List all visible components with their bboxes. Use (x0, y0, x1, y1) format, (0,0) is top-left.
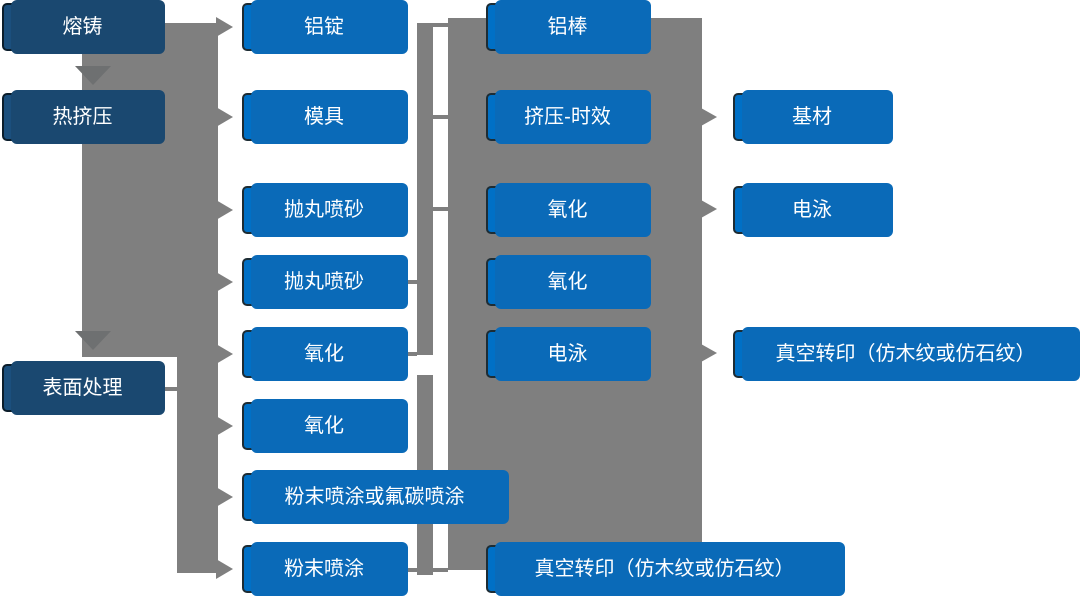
node-surface-treatment: 表面处理 (2, 361, 165, 415)
node-vacuum-transfer-print-2: 真空转印（仿木纹或仿石纹） (733, 327, 1080, 381)
node-powder-coating: 粉末喷涂 (242, 542, 408, 596)
arrow-right-icon (701, 344, 717, 362)
arrow-right-icon (216, 272, 233, 292)
arrow-right-icon (701, 200, 717, 218)
node-shot-blasting-2: 抛丸喷砂 (242, 255, 408, 309)
arrow-down-icon (75, 331, 111, 350)
arrow-right-icon (216, 200, 233, 220)
arrow-right-icon (701, 108, 717, 126)
node-powder-or-fluorocarbon-coating: 粉末喷涂或氟碳喷涂 (242, 470, 509, 524)
node-electrophoresis-2: 电泳 (733, 183, 893, 237)
node-oxidation-a2: 氧化 (242, 399, 408, 453)
arrow-right-icon (216, 416, 233, 436)
arrow-right-icon (216, 487, 233, 507)
node-aluminum-ingot: 铝锭 (242, 0, 408, 54)
tick-powder-row (406, 568, 448, 572)
flow-bar-left-narrow (177, 357, 218, 573)
node-aluminum-bar: 铝棒 (486, 0, 651, 54)
arrow-right-icon (216, 17, 233, 37)
node-electrophoresis-1: 电泳 (486, 327, 651, 381)
tick-oxide-row (406, 352, 417, 356)
tick-blast-row (406, 280, 417, 284)
tick-surface-treatment (162, 387, 178, 391)
node-extrusion-aging: 挤压-时效 (486, 90, 651, 144)
node-oxidation-b2: 氧化 (486, 255, 651, 309)
node-hot-extrusion: 热挤压 (2, 90, 165, 144)
node-vacuum-transfer-print-1: 真空转印（仿木纹或仿石纹） (486, 542, 845, 596)
tick-mold-row (433, 115, 449, 119)
flow-bar-left-wide (82, 23, 218, 357)
node-base-material: 基材 (733, 90, 893, 144)
arrow-down-icon (75, 66, 111, 85)
node-oxidation-a1: 氧化 (242, 327, 408, 381)
arrow-right-icon (216, 344, 233, 364)
flow-bar-mid-upper (417, 23, 433, 355)
tick-ingot-bar (417, 23, 448, 27)
tick-oxidation-row (433, 207, 449, 211)
arrow-right-icon (216, 107, 233, 127)
node-oxidation-b1: 氧化 (486, 183, 651, 237)
arrow-right-icon (216, 559, 233, 579)
node-mold: 模具 (242, 90, 408, 144)
node-melt-casting: 熔铸 (2, 0, 165, 54)
node-shot-blasting-1: 抛丸喷砂 (242, 183, 408, 237)
